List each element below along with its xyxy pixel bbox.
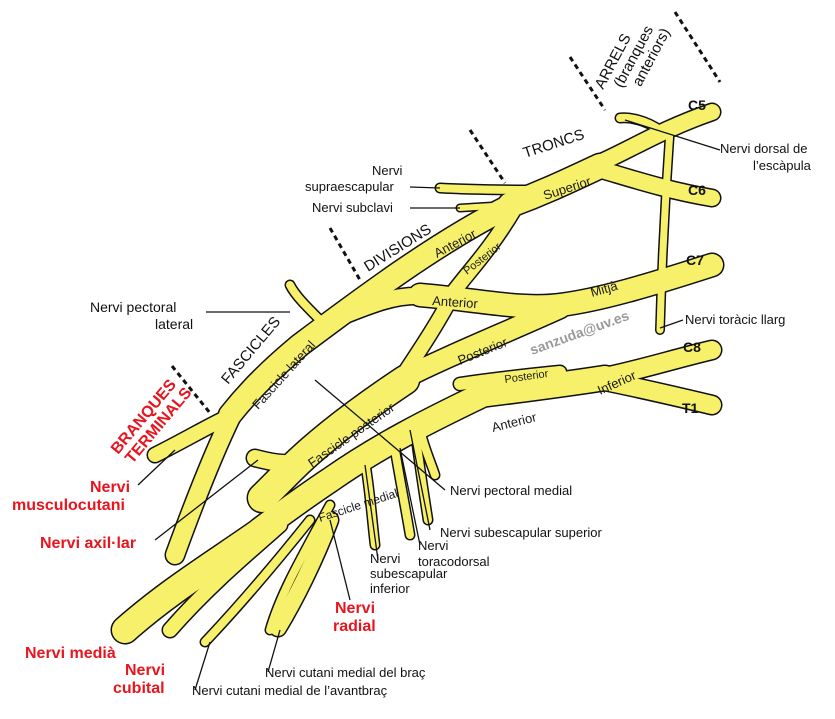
root-t1: T1 [682, 400, 699, 416]
root-labels: C5 C6 C7 C8 T1 [682, 97, 706, 416]
nerve-network [110, 102, 725, 648]
root-c5: C5 [688, 97, 706, 113]
label-anterior-lower: Anterior [490, 409, 538, 435]
section-dividers [170, 11, 722, 414]
nerve-cutani-avantbrac [201, 516, 314, 646]
label-cutani-avantbrac: Nervi cutani medial de l’avantbraç [192, 683, 388, 698]
label-pectoral-lateral: Nervi pectoral lateral [90, 299, 193, 332]
nerve-toracic-llarg [656, 126, 674, 334]
label-cutani-brac: Nervi cutani medial del braç [265, 665, 426, 680]
nerve-inferior-posterior [454, 366, 566, 390]
nerve-axillar [247, 450, 308, 472]
leader-lines [137, 119, 721, 691]
nerve-median [112, 515, 278, 643]
label-media: Nervi medià [25, 645, 116, 662]
nerve-middle-posterior [390, 298, 570, 390]
nerve-subclavi [457, 202, 523, 211]
nerve-fills [112, 104, 723, 646]
nerve-medial-cord [248, 384, 492, 542]
label-dorsal-escapula: Nervi dorsal de l’escàpula [720, 141, 812, 173]
nerve-inferior-trunk [468, 366, 617, 407]
nerve-cubital [163, 518, 287, 637]
label-mitja: Mitjà [589, 278, 620, 300]
label-anterior-mid: Anterior [432, 293, 479, 311]
section-arrels: ARRELS (branques anteriors) [592, 10, 674, 107]
nerve-lateral-to-median [166, 406, 241, 564]
nerve-dorsal-escapula [616, 113, 664, 134]
nerve-pectoral-lateral [286, 281, 324, 324]
label-subclavi: Nervi subclavi [312, 200, 393, 215]
label-subescapular-inferior: Nervi subescapular inferior [370, 551, 451, 596]
nerve-radial [270, 512, 338, 636]
root-c8: C8 [683, 339, 701, 355]
branch-labels: Nervi dorsal de l’escàpula Nervi supraes… [90, 141, 812, 698]
root-c6: C6 [688, 182, 706, 198]
label-radial: Nervi radial [333, 600, 379, 635]
label-subescapular-superior: Nervi subescapular superior [440, 525, 603, 540]
root-c7: C7 [686, 252, 704, 268]
label-pectoral-medial: Nervi pectoral medial [450, 483, 572, 498]
nerve-middle-anterior [337, 287, 428, 323]
label-toracodorsal: Nervi toracodorsal [418, 538, 490, 569]
nerve-musculocutani [148, 408, 239, 462]
label-toracic-llarg: Nervi toràcic llarg [685, 312, 785, 327]
section-troncs: TRONCS [521, 126, 586, 162]
nerve-pectoral-medial [416, 426, 439, 479]
nerve-cutani-brac [266, 501, 334, 634]
nerve-supraescapular [436, 184, 549, 194]
label-cubital: Nervi cubital [113, 662, 169, 697]
terminal-branch-labels: Nervi musculocutani Nervi axil·lar Nervi… [12, 479, 379, 697]
label-supraescapular: Nervi supraescapular [305, 163, 406, 194]
nerve-toracodorsal [391, 446, 414, 539]
label-musculocutani: Nervi musculocutani [12, 479, 134, 514]
label-axillar: Nervi axil·lar [40, 535, 136, 552]
nerve-lateral-cord [219, 194, 523, 426]
